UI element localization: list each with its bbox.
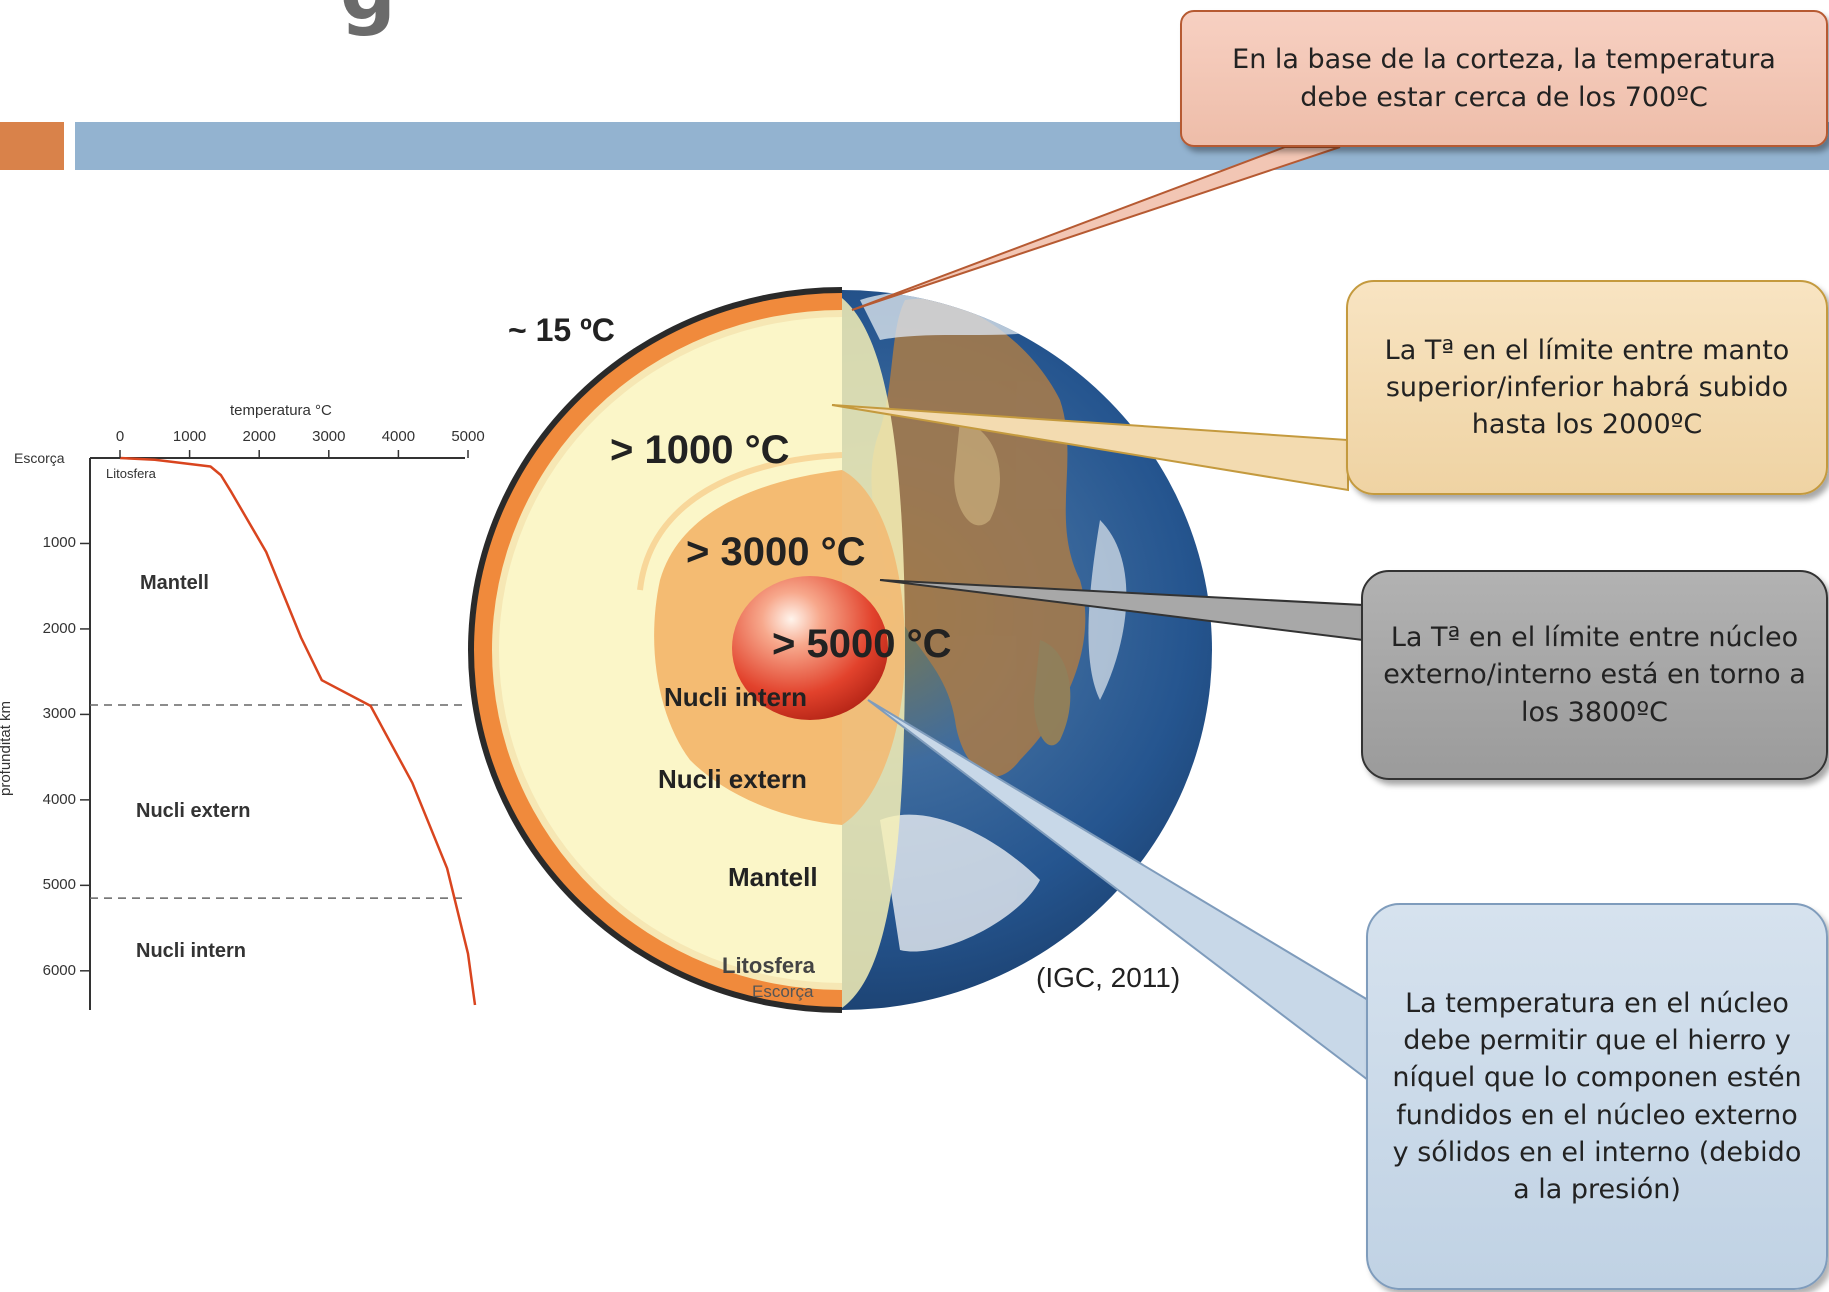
callout-core-boundary-temperature: La Tª en el límite entre núcleo externo/…: [1361, 570, 1828, 780]
y-tick-label-5: 6000: [42, 961, 76, 979]
x-tick-label-0: 0: [115, 428, 125, 445]
x-tick-label-1: 1000: [172, 428, 207, 445]
y-tick-label-0: 1000: [42, 534, 76, 552]
x-axis-label: temperatura °C: [230, 402, 332, 419]
x-tick-label-2: 2000: [242, 428, 276, 445]
citation: (IGC, 2011): [1036, 962, 1181, 993]
inner-core: [732, 576, 888, 720]
callout-core-text: La temperatura en el núcleo debe permiti…: [1392, 987, 1802, 1205]
temperature-depth-chart: [80, 450, 477, 1010]
y-tick-label-2: 3000: [42, 705, 76, 723]
temp-inner-core-label: > 5000 °C: [772, 622, 952, 666]
y-tick-label-4: 5000: [42, 876, 76, 894]
temp-mantle-label: > 1000 °C: [610, 428, 790, 472]
callout-mantle-text: La Tª en el límite entre manto superior/…: [1384, 334, 1790, 441]
x-tick-label-5: 5000: [451, 428, 485, 445]
callout-crust-text: En la base de la corteza, la temperatura…: [1232, 44, 1776, 113]
y-tick-label-3: 4000: [42, 790, 76, 808]
x-tick-label-4: 4000: [381, 428, 416, 445]
chart-region-nucli-extern: Nucli extern: [136, 800, 251, 822]
title-accent-square: [0, 122, 64, 170]
temp-surface-label: ~ 15 ºC: [508, 312, 615, 348]
callout-core-temperature: La temperatura en el núcleo debe permiti…: [1366, 903, 1828, 1290]
chart-region-mantell: Mantell: [140, 572, 209, 594]
callout-crust-temperature: En la base de la corteza, la temperatura…: [1180, 10, 1828, 147]
y-tick-label-1: 2000: [42, 619, 76, 637]
layer-crust-label: Escorça: [752, 982, 814, 1001]
layer-lithosphere-label: Litosfera: [722, 953, 815, 978]
temperature-curve-0: [119, 456, 477, 1006]
chart-region-nucli-intern: Nucli intern: [136, 940, 247, 962]
chart-region-escorca: Escorça: [14, 450, 65, 466]
temp-outer-core-label: > 3000 °C: [686, 530, 866, 574]
x-tick-label-3: 3000: [312, 428, 346, 445]
layer-outer-core-label: Nucli extern: [658, 764, 807, 794]
callout-mantle-temperature: La Tª en el límite entre manto superior/…: [1346, 280, 1828, 495]
layer-inner-core-label: Nucli intern: [664, 682, 808, 712]
y-axis-label: profunditat km: [0, 700, 15, 797]
layer-mantle-label: Mantell: [728, 862, 818, 892]
slide-title-fragment: g: [340, 0, 398, 38]
earth-cross-section: [468, 287, 842, 1013]
callout-core-boundary-text: La Tª en el límite entre núcleo externo/…: [1383, 622, 1806, 728]
crust-callout-tail: [851, 146, 1341, 311]
chart-region-litosfera: Litosfera: [106, 466, 156, 481]
